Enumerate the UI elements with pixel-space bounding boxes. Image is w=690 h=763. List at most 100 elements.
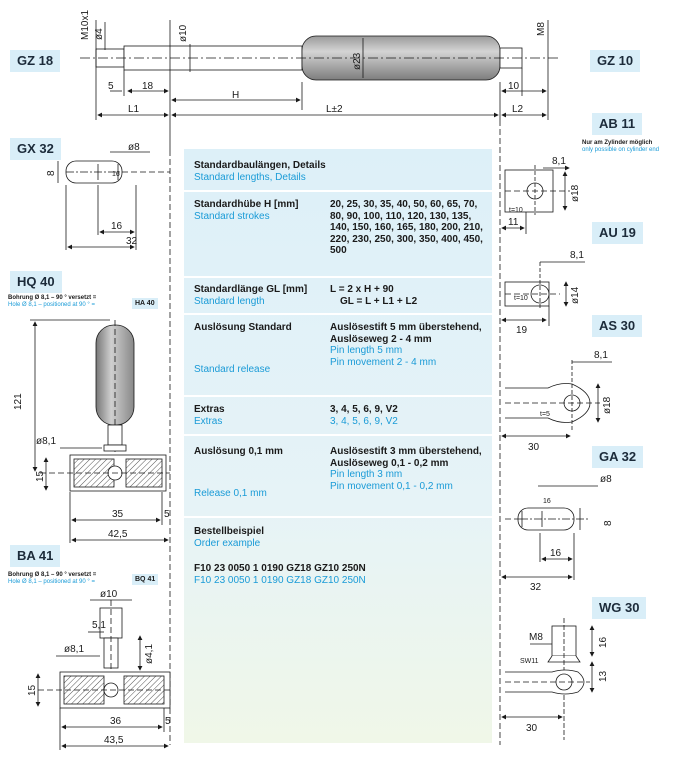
tag-gz10: GZ 10 — [590, 50, 641, 72]
ba-dim-36: 36 — [110, 716, 122, 727]
dimension-labels: M10x1 ø4 ø10 ø23 M8 5 18 H 10 L1 L±2 L2 … — [13, 10, 614, 746]
wg-dim-m8: M8 — [529, 632, 543, 643]
as30-drawing — [501, 360, 612, 439]
ba-dim-d10: ø10 — [100, 589, 118, 600]
row6-val-en: F10 23 0050 1 0190 GZ18 GZ10 250N — [194, 574, 366, 586]
ga-dim-d8: ø8 — [600, 474, 612, 485]
ab-dim-81: 8,1 — [552, 156, 566, 167]
hq-dim-425: 42,5 — [108, 529, 128, 540]
ga-dim-32: 32 — [530, 582, 542, 593]
row-order-example: Bestellbeispiel Order example F10 23 005… — [194, 526, 486, 586]
dim-m8: M8 — [536, 22, 547, 36]
row1-val: 20, 25, 30, 35, 40, 50, 60, 65, 70, 80, … — [330, 199, 483, 256]
row4-val: 3, 4, 5, 6, 9, V2 — [330, 404, 398, 415]
as-dim-d18: ø18 — [602, 396, 613, 414]
au-dim-d14: ø14 — [570, 286, 581, 304]
gx-dim-d8: ø8 — [128, 142, 140, 153]
ga-dim-16s: 16 — [543, 498, 551, 505]
row3-val: Auslösestift 5 mm überstehend, Auslösewe… — [330, 322, 482, 345]
ba41-drawing — [35, 599, 172, 750]
gas-spring-drawing — [80, 20, 560, 745]
row0-en: Standard lengths, Details — [194, 171, 306, 183]
dim-h: H — [232, 90, 239, 101]
as-dim-t5: t=5 — [540, 411, 550, 418]
dim-5: 5 — [108, 81, 114, 92]
ba41-note: Bohrung Ø 8,1 – 90 ° versetzt = Hole Ø 8… — [8, 572, 132, 586]
tag-ga32: GA 32 — [592, 446, 644, 468]
gx32-drawing — [57, 151, 170, 250]
ga-dim-16: 16 — [550, 548, 562, 559]
hq-dim-35: 35 — [112, 509, 124, 520]
ab-dim-t10: t=10 — [509, 207, 523, 214]
tag-ha40: HA 40 — [132, 298, 158, 309]
row-release-standard: Auslösung Standard Standard release Ausl… — [194, 322, 486, 392]
tag-ba41: BA 41 — [10, 545, 61, 567]
row0-de: Standardbaulängen, Details — [194, 160, 326, 171]
hq40-note: Bohrung Ø 8,1 – 90 ° versetzt = Hole Ø 8… — [8, 295, 132, 309]
row3-de: Auslösung Standard — [194, 322, 292, 333]
ba41-note-en: Hole Ø 8,1 – positioned at 90 ° = — [8, 579, 95, 585]
gx-dim-32: 32 — [126, 236, 138, 247]
ga-dim-8: 8 — [603, 520, 614, 526]
row6-de: Bestellbeispiel — [194, 526, 265, 537]
tag-bq41: BQ 41 — [132, 574, 159, 585]
dim-l1: L1 — [128, 104, 140, 115]
dim-l: L±2 — [326, 104, 343, 115]
tag-au19: AU 19 — [592, 222, 643, 244]
hq-dim-5: 5 — [164, 509, 170, 520]
ba-dim-51: 5,1 — [92, 620, 106, 631]
as-dim-81: 8,1 — [594, 350, 608, 361]
row4-en: Extras — [194, 415, 223, 427]
row4-de: Extras — [194, 404, 225, 415]
row-standard-lengths: Standardbaulängen, Details Standard leng… — [194, 160, 486, 183]
row1-en: Standard strokes — [194, 210, 270, 222]
dim-d23: ø23 — [352, 52, 363, 70]
tag-ab11: AB 11 — [592, 113, 643, 135]
wg-dim-30: 30 — [526, 723, 538, 734]
au-dim-81: 8,1 — [570, 250, 584, 261]
row4-val-en: 3, 4, 5, 6, 9, V2 — [330, 415, 398, 427]
wg-dim-16: 16 — [598, 636, 609, 648]
hq40-note-en: Hole Ø 8,1 – positioned at 90 ° = — [8, 302, 95, 308]
tag-as30: AS 30 — [592, 315, 643, 337]
row3-val-en: Pin length 5 mm — [330, 345, 403, 356]
hq40-note-de: Bohrung Ø 8,1 – 90 ° versetzt = — [8, 295, 97, 301]
dim-d10: ø10 — [178, 24, 189, 42]
dim-m10x1: M10x1 — [80, 10, 91, 40]
row2-en: Standard length — [194, 295, 265, 307]
row-standard-strokes: Standardhübe H [mm] Standard strokes 20,… — [194, 199, 486, 274]
hq-dim-d81: ø8,1 — [36, 436, 56, 447]
hq-dim-15: 15 — [35, 470, 46, 482]
dim-10: 10 — [508, 81, 520, 92]
gx-dim-8: 8 — [46, 170, 57, 176]
gx-dim-16: 16 — [111, 221, 123, 232]
ba-dim-d81: ø8,1 — [64, 644, 84, 655]
ba-dim-15: 15 — [27, 684, 38, 696]
row3-en: Standard release — [194, 363, 271, 375]
row5-en: Release 0,1 mm — [194, 487, 267, 499]
row6-val: F10 23 0050 1 0190 GZ18 GZ10 250N — [194, 563, 366, 574]
row3-val-en2: Pin movement 2 - 4 mm — [330, 356, 437, 368]
ab11-note: Nur am Zylinder möglich only possible on… — [582, 140, 686, 154]
row5-val-en: Pin length 3 mm — [330, 469, 403, 480]
dim-18: 18 — [142, 81, 154, 92]
ba-dim-d41: ø4,1 — [144, 644, 155, 664]
row5-val: Auslösestift 3 mm überstehend, Auslösewe… — [330, 446, 482, 469]
tag-wg30: WG 30 — [592, 597, 647, 619]
wg30-drawing — [501, 618, 595, 740]
ba-dim-435: 43,5 — [104, 735, 124, 746]
dim-d4: ø4 — [94, 28, 105, 40]
wg-dim-sw11: SW11 — [520, 658, 539, 665]
au19-drawing — [501, 261, 585, 326]
row5-de: Auslösung 0,1 mm — [194, 446, 283, 457]
tag-gz18: GZ 18 — [10, 50, 61, 72]
spec-panel: Standardbaulängen, Details Standard leng… — [184, 149, 492, 743]
ab-dim-11: 11 — [508, 217, 519, 228]
wg-dim-13: 13 — [598, 670, 609, 682]
dim-l2: L2 — [512, 104, 524, 115]
ab-dim-d18: ø18 — [570, 184, 581, 202]
row5-val-en2: Pin movement 0,1 - 0,2 mm — [330, 480, 453, 492]
ab11-note-en: only possible on cylinder end — [582, 147, 660, 153]
ba-dim-5: 5 — [165, 716, 171, 727]
